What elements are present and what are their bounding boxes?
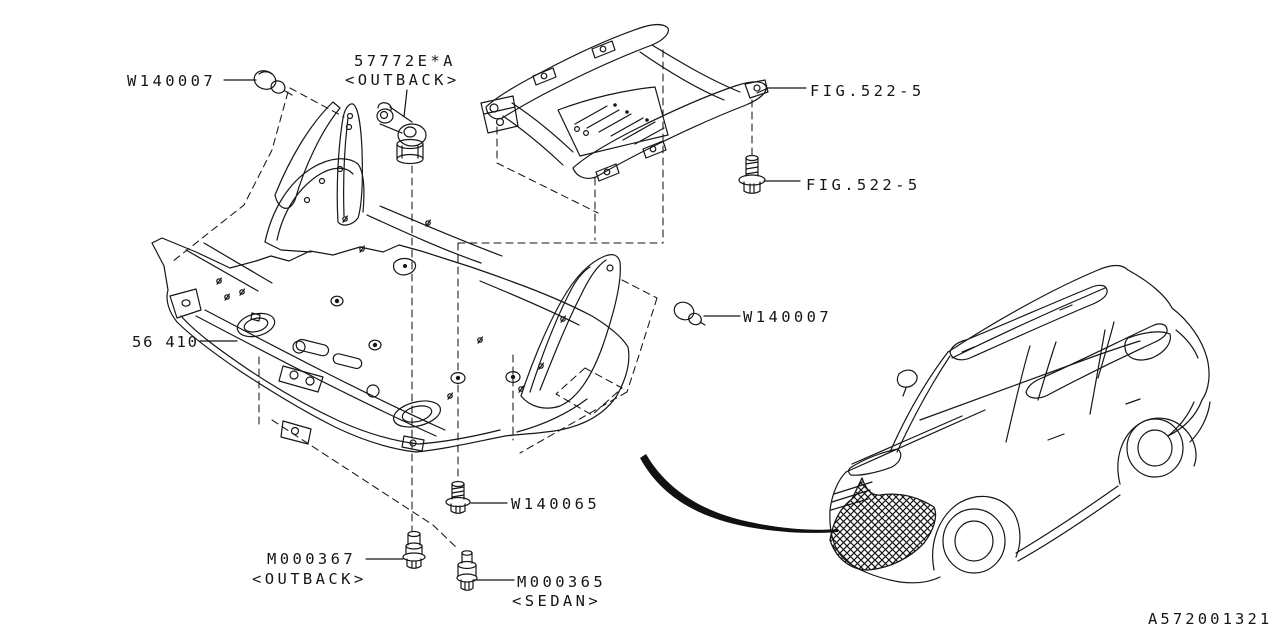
part-label-bracket: 57772E*A [354, 52, 456, 70]
projection-dashed-lines [171, 49, 753, 550]
fig-ref-crossmember-label: FIG.522-5 [810, 82, 925, 100]
front-crossmember-drawing [480, 24, 769, 182]
callout-leader-lines [199, 79, 807, 581]
drawing-number: A572001321 [1148, 610, 1272, 628]
bolt-w140065-drawing [445, 480, 471, 514]
part-label-bolt-m000365: M000365 [517, 573, 606, 591]
clip-w140007-top [253, 70, 293, 96]
part-label-m000367-variant: <OUTBACK> [252, 570, 367, 588]
bolt-m000367-drawing [402, 530, 426, 569]
part-label-bracket-variant: <OUTBACK> [345, 71, 460, 89]
part-label-clip-top-left: W140007 [127, 72, 216, 90]
fig-ref-bolt-label: FIG.522-5 [806, 176, 921, 194]
undercover-location-hatch [829, 477, 937, 571]
bracket-57772e-drawing [376, 102, 427, 165]
part-label-bolt-w140065: W140065 [511, 495, 600, 513]
clip-w140007-right [673, 301, 706, 326]
part-label-m000365-variant: <SEDAN> [512, 592, 601, 610]
part-label-clip-right: W140007 [743, 308, 832, 326]
location-pointer-swoosh [640, 454, 838, 533]
part-label-bolt-m000367: M000367 [267, 550, 356, 568]
under-cover-drawing [151, 101, 630, 453]
part-label-under-cover: 56 410 [132, 333, 199, 351]
vehicle-illustration [640, 264, 1211, 584]
bolt-fig522-drawing [738, 154, 766, 194]
bolt-m000365-drawing [456, 550, 478, 591]
mount-bosses [330, 295, 521, 385]
